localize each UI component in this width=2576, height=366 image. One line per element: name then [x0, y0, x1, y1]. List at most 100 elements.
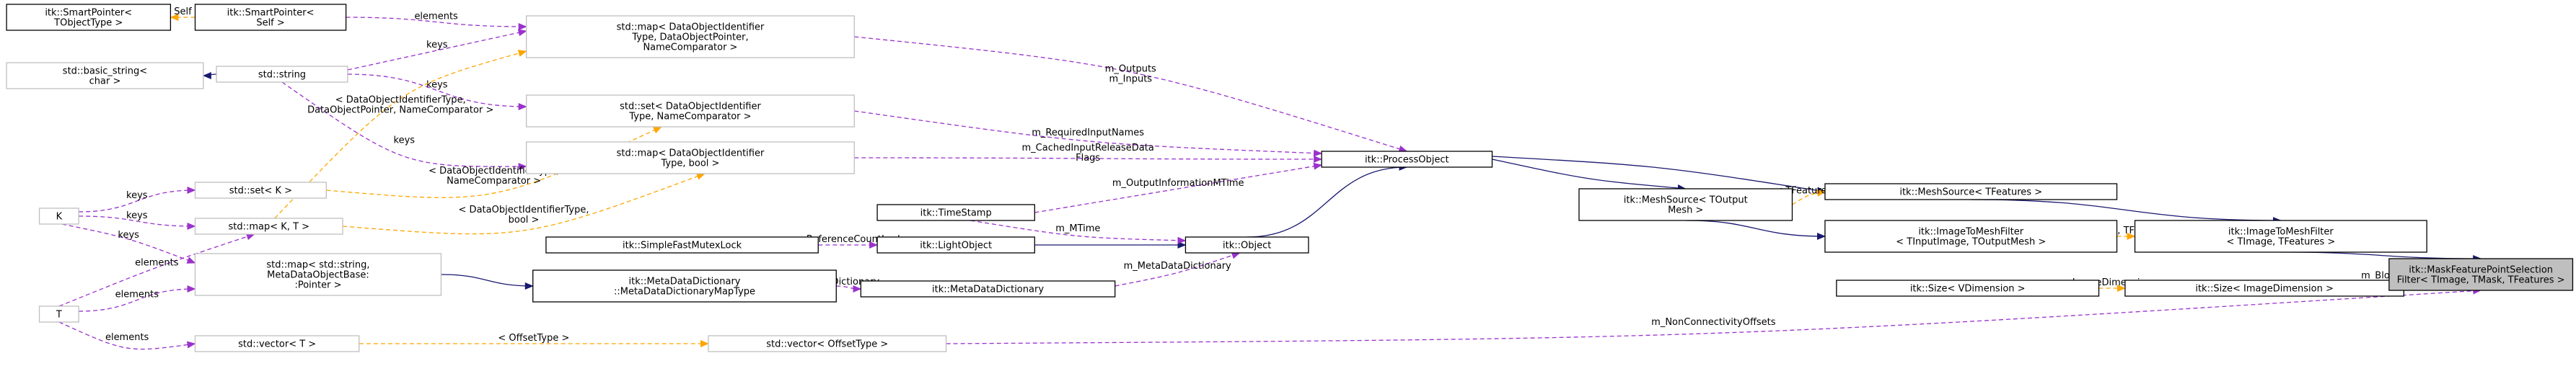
node-smartptr-tobj[interactable]: itk::SmartPointer<TObjectType >	[6, 4, 172, 31]
node-image-to-mesh-specific[interactable]: itk::ImageToMeshFilter< TImage, TFeature…	[2134, 220, 2427, 253]
node-vector-offset[interactable]: std::vector< OffsetType >	[708, 335, 947, 352]
node-simple-fast-mutex[interactable]: itk::SimpleFastMutexLock	[545, 236, 819, 254]
node-map-string-meta[interactable]: std::map< std::string,MetaDataObjectBase…	[194, 253, 442, 296]
node-label: itk::MaskFeaturePointSelection	[2409, 265, 2553, 276]
node-box	[860, 280, 1116, 298]
node-label: std::map< DataObjectIdentifier	[617, 148, 765, 159]
edge-label: keys	[426, 80, 448, 91]
node-label: std::map< std::string,	[266, 260, 369, 271]
edge-e_k_setk	[79, 187, 196, 213]
node-box	[194, 4, 347, 31]
node-label: std::basic_string<	[63, 66, 147, 77]
node-label: std::string	[258, 70, 306, 81]
node-box	[1321, 151, 1493, 168]
node-process-object[interactable]: itk::ProcessObject	[1321, 151, 1493, 168]
node-label: Type, DataObjectPointer,	[631, 32, 748, 43]
node-box	[38, 207, 79, 225]
node-light-object[interactable]: itk::LightObject	[876, 236, 1035, 254]
edge-label: keys	[126, 210, 148, 221]
node-map-kt[interactable]: std::map< K, T >	[194, 218, 343, 235]
node-basic-string[interactable]: std::basic_string<char >	[6, 62, 204, 89]
node-box	[6, 62, 204, 89]
node-label: Type, NameComparator >	[628, 112, 751, 122]
node-mesh-source-tfeatures[interactable]: itk::MeshSource< TFeatures >	[1824, 183, 2118, 200]
edge-label: elements	[414, 12, 458, 22]
edge-e_t_vector	[58, 321, 196, 350]
node-time-stamp[interactable]: itk::TimeStamp	[876, 204, 1035, 221]
node-set-k[interactable]: std::set< K >	[194, 182, 327, 199]
node-mesh-source-toutput[interactable]: itk::MeshSource< TOutputMesh >	[1578, 188, 1793, 221]
node-label: itk::SmartPointer<	[227, 8, 315, 19]
node-set-dataobj[interactable]: std::set< DataObjectIdentifierType, Name…	[526, 94, 855, 128]
node-box	[194, 335, 360, 352]
node-box	[194, 253, 442, 296]
edge-e_self_map	[346, 17, 527, 30]
node-label: itk::SmartPointer<	[45, 8, 132, 19]
edge-label: m_NonConnectivityOffsets	[1651, 317, 1776, 328]
node-label: std::map< DataObjectIdentifier	[617, 22, 765, 33]
edge-e_cached_flags	[854, 155, 1323, 163]
edge-label: m_OutputInformationMTime	[1112, 178, 1244, 189]
edge-e_basic_string	[202, 71, 217, 79]
node-box	[216, 66, 348, 83]
node-object[interactable]: itk::Object	[1184, 236, 1309, 254]
edge-e_metadict_object	[1115, 251, 1241, 287]
node-vector-t[interactable]: std::vector< T >	[194, 335, 360, 352]
node-image-to-mesh-generic[interactable]: itk::ImageToMeshFilter< TInputImage, TOu…	[1824, 220, 2118, 253]
edge-e_tfeatures	[1792, 189, 1826, 205]
node-k[interactable]: K	[38, 207, 79, 225]
edge-e_dictionary	[836, 285, 862, 293]
node-layer: itk::SmartPointer<TObjectType >itk::Smar…	[6, 4, 2574, 352]
node-box	[708, 335, 947, 352]
node-box	[194, 218, 343, 235]
edge-e_tmpl_map_kt_2	[343, 173, 705, 235]
edge-e_meta_map_inherit	[441, 274, 534, 290]
node-label: itk::TimeStamp	[920, 208, 992, 219]
edge-label: elements	[135, 258, 179, 269]
edge-label: Flags	[1076, 153, 1100, 164]
node-box	[526, 94, 855, 128]
edge-e_process_meshsrc_tf	[1492, 156, 1826, 195]
node-box	[526, 141, 855, 174]
edge-e_string_set	[347, 73, 527, 110]
node-label: itk::LightObject	[920, 241, 992, 251]
edge-label: m_Outputs	[1105, 63, 1156, 74]
edge-e_object_process	[1247, 164, 1408, 238]
node-t[interactable]: T	[38, 305, 79, 323]
node-box	[1578, 188, 1793, 221]
edge-label: < DataObjectIdentifierType,	[459, 205, 589, 215]
edge-label: NameComparator >	[447, 176, 541, 187]
node-box	[38, 305, 79, 323]
edge-e_required_inputs	[854, 110, 1323, 157]
node-meta-dict-map[interactable]: itk::MetaDataDictionary::MetaDataDiction…	[532, 269, 837, 303]
node-size-vdim[interactable]: itk::Size< VDimension >	[1836, 280, 2100, 297]
edge-e_k_mapstring	[61, 223, 196, 264]
node-smartptr-self[interactable]: itk::SmartPointer<Self >	[194, 4, 347, 31]
node-label: std::set< DataObjectIdentifier	[620, 102, 761, 112]
node-label: itk::MetaDataDictionary	[629, 277, 741, 287]
node-meta-dictionary[interactable]: itk::MetaDataDictionary	[860, 280, 1116, 298]
node-label: std::vector< T >	[238, 339, 316, 350]
edge-e_t_mapkt	[58, 233, 255, 307]
node-label: std::map< K, T >	[229, 222, 310, 233]
edge-e_mtime	[970, 220, 1187, 244]
node-label: itk::ProcessObject	[1365, 155, 1449, 166]
edge-label: < Self >	[163, 6, 203, 17]
node-box	[1824, 183, 2118, 200]
edge-label: DataObjectPointer, NameComparator >	[307, 105, 493, 116]
node-label: TObjectType >	[53, 18, 123, 29]
node-map-bool[interactable]: std::map< DataObjectIdentifierType, bool…	[526, 141, 855, 174]
node-std-string[interactable]: std::string	[216, 66, 348, 83]
node-label: itk::Object	[1223, 241, 1271, 251]
node-box	[1824, 220, 2118, 253]
node-map-dataobj[interactable]: std::map< DataObjectIdentifierType, Data…	[526, 15, 855, 58]
node-label: NameComparator >	[643, 43, 737, 53]
edge-e_tmpl_map_kt_1	[274, 50, 527, 219]
node-size-imagedim[interactable]: itk::Size< ImageDimension >	[2124, 280, 2404, 297]
node-label: itk::Size< VDimension >	[1910, 284, 2026, 295]
node-box	[876, 204, 1035, 221]
edge-e_k_mapkt	[79, 215, 196, 230]
